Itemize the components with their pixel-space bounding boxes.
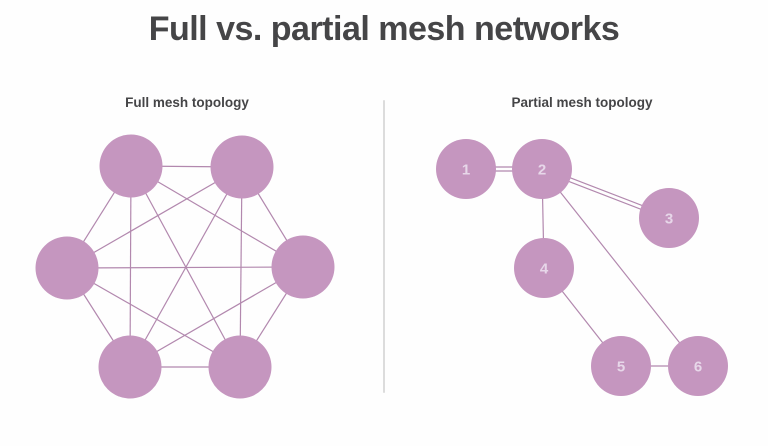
node-C	[35, 236, 99, 300]
node-label-4: 4	[540, 261, 549, 278]
edge-C-F	[66, 267, 241, 368]
edge-2-6	[541, 168, 699, 367]
node-1	[436, 139, 496, 199]
node-label-1: 1	[462, 162, 470, 179]
node-label-6: 6	[694, 359, 702, 376]
node-2	[512, 139, 572, 199]
node-F	[208, 335, 272, 399]
full-mesh-heading: Full mesh topology	[125, 95, 249, 110]
node-label-5: 5	[617, 359, 625, 376]
panel-divider	[383, 100, 385, 393]
edge-B-C	[66, 166, 243, 269]
node-A	[99, 134, 163, 198]
edge-A-F	[130, 165, 241, 368]
node-label-3: 3	[665, 211, 673, 228]
node-D	[271, 235, 335, 299]
edge-A-D	[130, 165, 304, 268]
node-4	[514, 238, 574, 298]
page-title: Full vs. partial mesh networks	[148, 10, 620, 48]
edge-C-D	[66, 266, 304, 269]
node-5	[591, 336, 651, 396]
node-3	[639, 188, 699, 248]
node-label-2: 2	[538, 162, 546, 179]
edge-A-E	[129, 165, 132, 368]
node-6	[668, 336, 728, 396]
partial-mesh-diagram: 1 2 3 4 5 6	[436, 139, 728, 396]
node-E	[98, 335, 162, 399]
full-mesh-diagram	[35, 134, 335, 399]
node-B	[210, 135, 274, 199]
partial-mesh-heading: Partial mesh topology	[511, 95, 653, 110]
edge-D-E	[129, 266, 304, 368]
